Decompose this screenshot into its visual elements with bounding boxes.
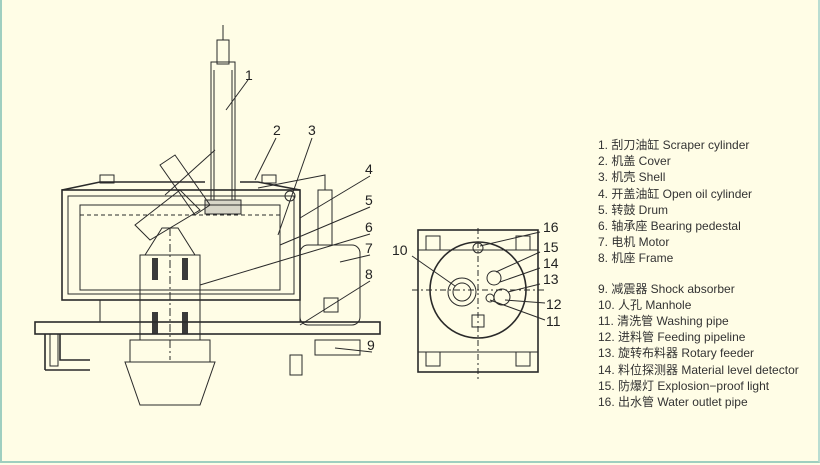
legend-item: 14. 料位探测器 Material level detector xyxy=(598,362,799,377)
callout-5: 5 xyxy=(365,192,373,208)
frame xyxy=(34,321,381,335)
shell xyxy=(61,189,301,301)
legend-item: 7. 电机 Motor xyxy=(598,235,670,250)
legend-item: 3. 机壳 Shell xyxy=(598,170,666,185)
callout-3: 3 xyxy=(308,122,316,138)
callout-10: 10 xyxy=(392,242,408,258)
leader-lines-top xyxy=(411,231,546,321)
callout-12: 12 xyxy=(546,296,562,312)
legend-item: 16. 出水管 Water outlet pipe xyxy=(598,395,748,410)
callout-11: 11 xyxy=(546,313,561,329)
drum xyxy=(79,204,281,291)
top-view xyxy=(412,228,545,380)
legend-item: 9. 减震器 Shock absorber xyxy=(598,281,735,296)
callout-15: 15 xyxy=(543,239,559,255)
legend-item: 5. 转鼓 Drum xyxy=(598,202,669,217)
legend-item: 11. 清洗管 Washing pipe xyxy=(598,314,729,329)
callout-6: 6 xyxy=(365,219,373,235)
legend-gap xyxy=(598,267,799,281)
motor xyxy=(299,244,361,326)
legend-item: 4. 开盖油缸 Open oil cylinder xyxy=(598,186,753,201)
callout-14: 14 xyxy=(543,255,559,271)
legend-item: 15. 防爆灯 Explosion−proof light xyxy=(598,378,770,393)
leader-lines-front xyxy=(199,79,373,353)
legend-item: 13. 旋转布料器 Rotary feeder xyxy=(598,346,755,361)
callout-8: 8 xyxy=(365,266,373,282)
legend-item: 8. 机座 Frame xyxy=(598,251,674,266)
legend-item: 1. 刮刀油缸 Scraper cylinder xyxy=(598,138,750,152)
shock-absorber xyxy=(314,339,361,356)
callout-9: 9 xyxy=(367,337,375,353)
callout-13: 13 xyxy=(543,271,559,287)
open-oil-cylinder xyxy=(317,189,333,246)
callout-2: 2 xyxy=(273,122,281,138)
callout-16: 16 xyxy=(543,219,559,235)
callout-4: 4 xyxy=(365,161,373,177)
callout-1: 1 xyxy=(245,67,253,83)
legend-item: 2. 机盖 Cover xyxy=(598,154,671,169)
callout-7: 7 xyxy=(365,240,373,256)
cover xyxy=(61,181,205,191)
legend-item: 10. 人孔 Manhole xyxy=(598,297,692,312)
manhole xyxy=(447,277,477,307)
parts-legend: 1. 刮刀油缸 Scraper cylinder 2. 机盖 Cover 3. … xyxy=(598,137,799,410)
legend-item: 12. 进料管 Feeding pipeline xyxy=(598,330,746,345)
legend-item: 6. 轴承座 Bearing pedestal xyxy=(598,219,741,234)
front-view xyxy=(34,25,381,406)
